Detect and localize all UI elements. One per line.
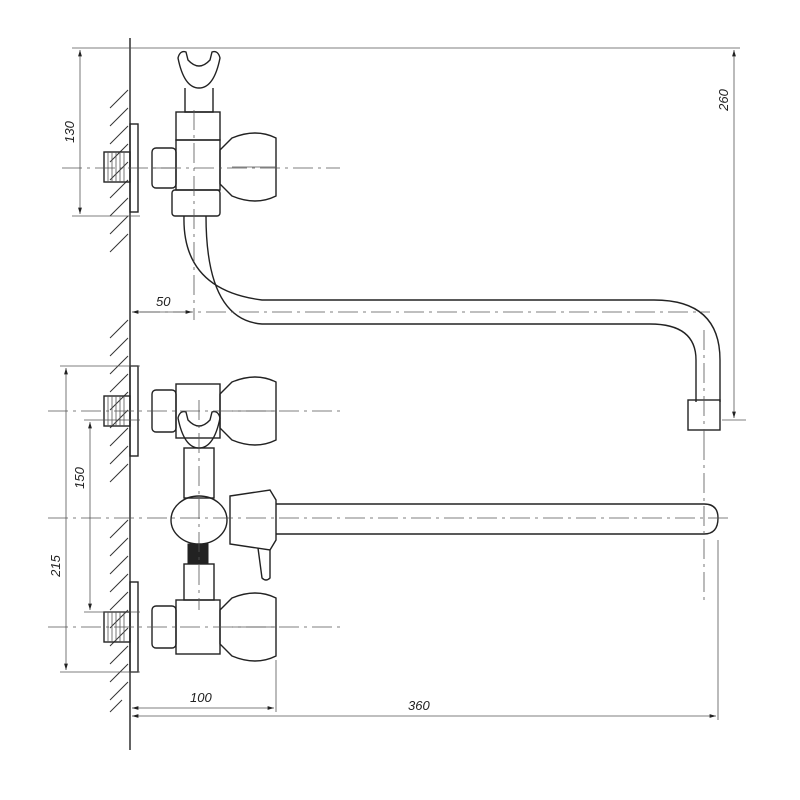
upper-spout-inner xyxy=(205,215,697,402)
lower-long-spout xyxy=(276,503,719,535)
lower-diverter-knob xyxy=(229,489,277,551)
upper-holder-stem xyxy=(184,88,214,113)
wall xyxy=(109,38,131,750)
lower-handle-top xyxy=(219,376,277,446)
lower-diverter-thread xyxy=(187,543,209,565)
upper-shower-holder xyxy=(177,50,221,89)
upper-spout-neck xyxy=(171,189,221,217)
lower-faucet xyxy=(48,365,730,673)
dimensions: 260 130 50 150 215 100 360 xyxy=(48,47,746,720)
dim-label-50: 50 xyxy=(156,294,171,309)
upper-handle xyxy=(219,132,277,202)
dim-label-130: 130 xyxy=(62,120,77,142)
wall-hatch-upper xyxy=(109,89,129,253)
dim-label-360: 360 xyxy=(408,698,430,713)
upper-holder-block xyxy=(175,111,221,141)
dim-label-260: 260 xyxy=(716,88,731,111)
upper-body xyxy=(175,139,221,191)
dim-label-215: 215 xyxy=(48,554,63,577)
upper-faucet xyxy=(62,50,721,440)
upper-thread xyxy=(103,151,131,183)
wall-hatch-lower xyxy=(109,319,129,713)
dim-label-150: 150 xyxy=(72,466,87,488)
lower-handle-bottom xyxy=(219,592,277,662)
lower-diverter-lever xyxy=(257,547,271,581)
dim-label-100: 100 xyxy=(190,690,212,705)
upper-spout-outer xyxy=(183,215,721,402)
